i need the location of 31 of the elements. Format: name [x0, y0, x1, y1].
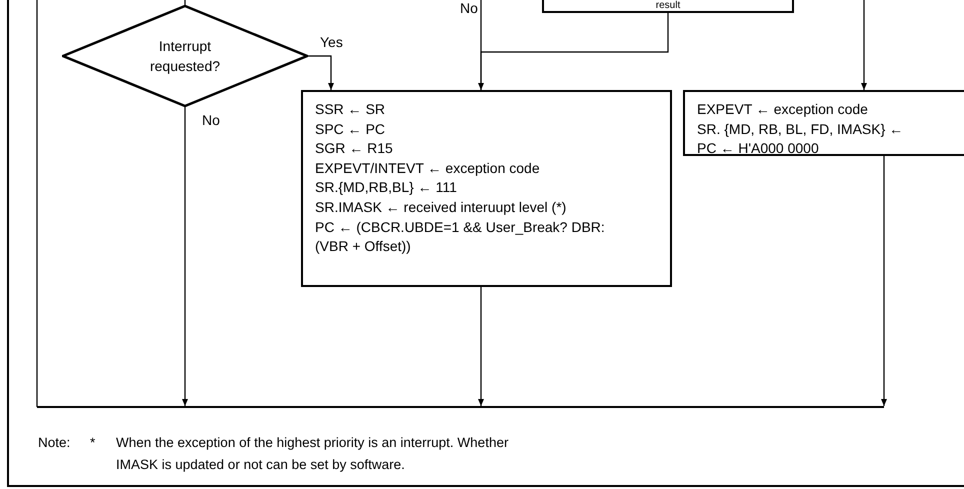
- note-label: Note:: [38, 434, 72, 452]
- statement-text: PC ← H'A000 0000: [697, 139, 820, 158]
- connector-line: [36, 0, 38, 407]
- process-box: [542, 0, 794, 13]
- edge-label: No: [200, 112, 222, 128]
- connector-line: [184, 0, 186, 5]
- arrow: [478, 287, 484, 406]
- statement-text: EXPEVT/INTEVT ← exception code: [315, 158, 541, 178]
- statement-text: SPC ← PC: [315, 120, 386, 139]
- statement-text: SR.IMASK ← received interuupt level (*): [315, 198, 568, 217]
- statement-text: SGR ← R15: [315, 139, 394, 158]
- arrow: [861, 0, 867, 90]
- decision-diamond: [62, 5, 308, 107]
- statement-text: SR. {MD, RB, BL, FD, IMASK} ←: [697, 120, 904, 139]
- arrow: [881, 156, 887, 406]
- process-box: [683, 90, 964, 156]
- process-text: result: [656, 0, 680, 11]
- process-box: [301, 90, 672, 287]
- statement-text: SSR ← SR: [315, 100, 386, 119]
- note-text: When the exception of the highest priority is an interrupt. Whether IMASK is updated or not can be set by software.: [116, 434, 510, 474]
- statement-text: EXPEVT ← exception code: [697, 100, 869, 119]
- edge-label: Yes: [318, 34, 345, 50]
- bus-line: [37, 406, 884, 408]
- statement-text: SR.{MD,RB,BL} ← 111: [315, 178, 458, 198]
- decision-text: Interrupt requested?: [148, 37, 222, 76]
- footnote-mark: *: [90, 434, 96, 452]
- edge-label: No: [458, 0, 480, 16]
- arrow: [182, 107, 188, 406]
- arrow: [308, 55, 334, 90]
- statement-text: PC ← (CBCR.UBDE=1 && User_Break? DBR: (VBR + Offset)): [315, 218, 606, 256]
- arrow: [478, 13, 669, 90]
